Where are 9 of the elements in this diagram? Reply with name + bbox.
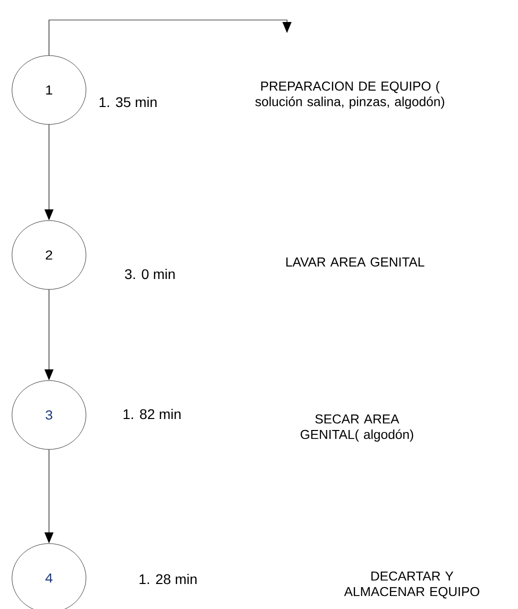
- duration-label: 1. 28 min: [140, 574, 197, 584]
- step-description: DECARTAR Y ALMACENAR EQUIPO: [344, 571, 480, 599]
- step-description: LAVAR AREA GENITAL: [286, 257, 424, 267]
- step-description: PREPARACION DE EQUIPO ( solución salina, pinzas, algodón): [255, 81, 444, 109]
- duration-label: 1. 82 min: [124, 408, 181, 420]
- arrow: [48, 20, 292, 56]
- duration-label: 3. 0 min: [124, 268, 175, 280]
- step-description: SECAR AREA GENITAL( algodón): [300, 414, 414, 442]
- duration-label: 1. 35 min: [100, 96, 157, 108]
